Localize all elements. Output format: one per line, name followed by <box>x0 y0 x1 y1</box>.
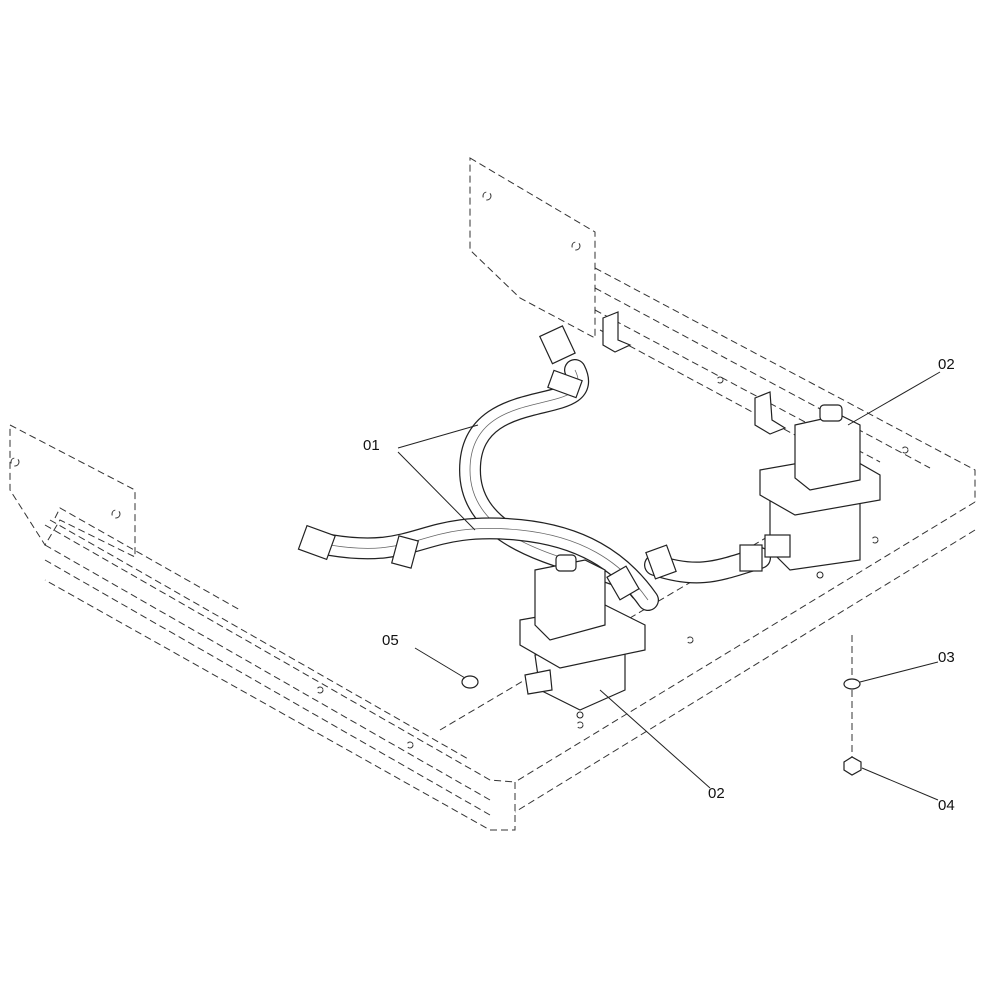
leader-lines <box>397 371 941 801</box>
o-ring <box>461 675 479 689</box>
callout-04: 04 <box>938 797 955 814</box>
pump-right <box>759 404 881 579</box>
bracket <box>602 311 787 435</box>
callout-02-right-pump: 02 <box>938 356 955 373</box>
callout-02-front-pump: 02 <box>708 785 725 802</box>
callout-01: 01 <box>363 437 380 454</box>
callout-05: 05 <box>382 632 399 649</box>
nut <box>843 756 862 776</box>
frame-outline <box>9 157 976 831</box>
hose-assembly <box>297 325 771 611</box>
washer <box>843 678 861 690</box>
callout-03: 03 <box>938 649 955 666</box>
